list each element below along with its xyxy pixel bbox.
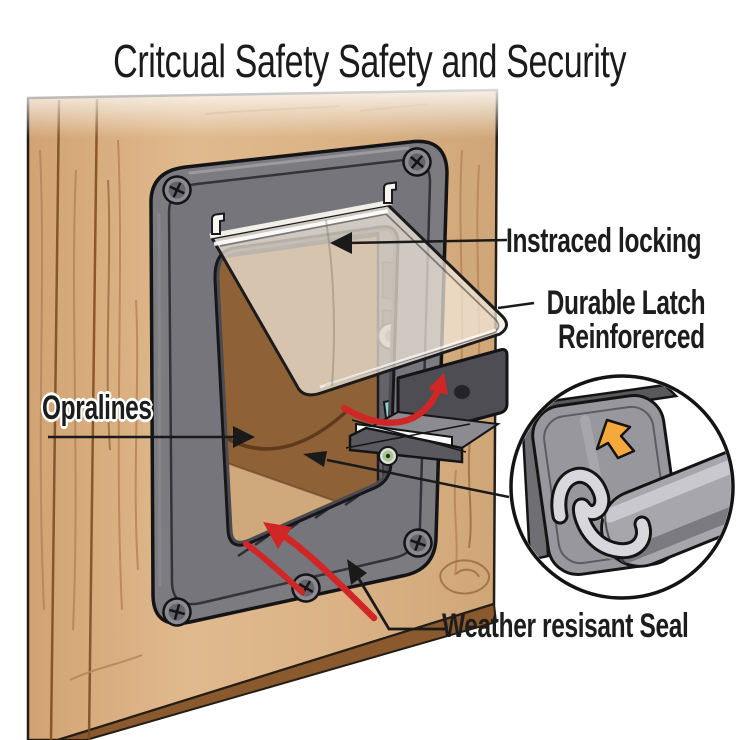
arrowhead-locking (330, 232, 352, 254)
label-arrowheads (233, 232, 367, 585)
frame-top-highlight (188, 146, 410, 175)
hinge-clip-right (383, 181, 397, 204)
diagram-title-text: Critcual Safety Safety and Security (113, 35, 627, 87)
label-durable-latch-line1: Durable Latch (546, 284, 705, 322)
label-opralines: Opralines (42, 389, 152, 427)
arrowhead-inset (303, 451, 327, 467)
inset-seal-gasket (550, 466, 652, 560)
leader-line-locking (345, 238, 508, 245)
airflow-red-arrows (243, 522, 378, 622)
latch-screw (378, 446, 398, 466)
wood-plank-lines (49, 98, 99, 740)
latch-hole (454, 385, 470, 399)
leader-line-latch (497, 301, 535, 310)
label-weather-seal: Weather resisant Seal (442, 607, 689, 645)
latch-assembly (340, 348, 509, 466)
arrowhead-opening (233, 426, 255, 448)
seal-inset-circle (509, 374, 735, 600)
latch-red-arrow (340, 373, 448, 426)
inset-orange-arrow-icon (595, 418, 636, 460)
label-leaders (48, 238, 535, 631)
hinge-bar (209, 199, 393, 239)
wood-top-fade (20, 80, 740, 138)
diagram-title: Critcual Safety Safety and Security (0, 34, 740, 88)
latch-guide-lines (345, 419, 471, 453)
hinge-clip-left (211, 212, 225, 235)
frame-left-highlight (157, 213, 162, 587)
wood-grain-dark (106, 179, 491, 595)
label-durable-latch-line2: Reinforerced (558, 318, 705, 356)
leader-line-seal (357, 578, 446, 631)
flap-crease (325, 219, 335, 387)
inset-leader (303, 451, 510, 499)
arrowhead-seal (347, 559, 367, 585)
flap-top-highlight (213, 209, 389, 246)
door-flap (209, 181, 508, 397)
label-instraced-locking: Instraced locking (506, 222, 702, 260)
wood-bottom-edge (57, 602, 498, 740)
